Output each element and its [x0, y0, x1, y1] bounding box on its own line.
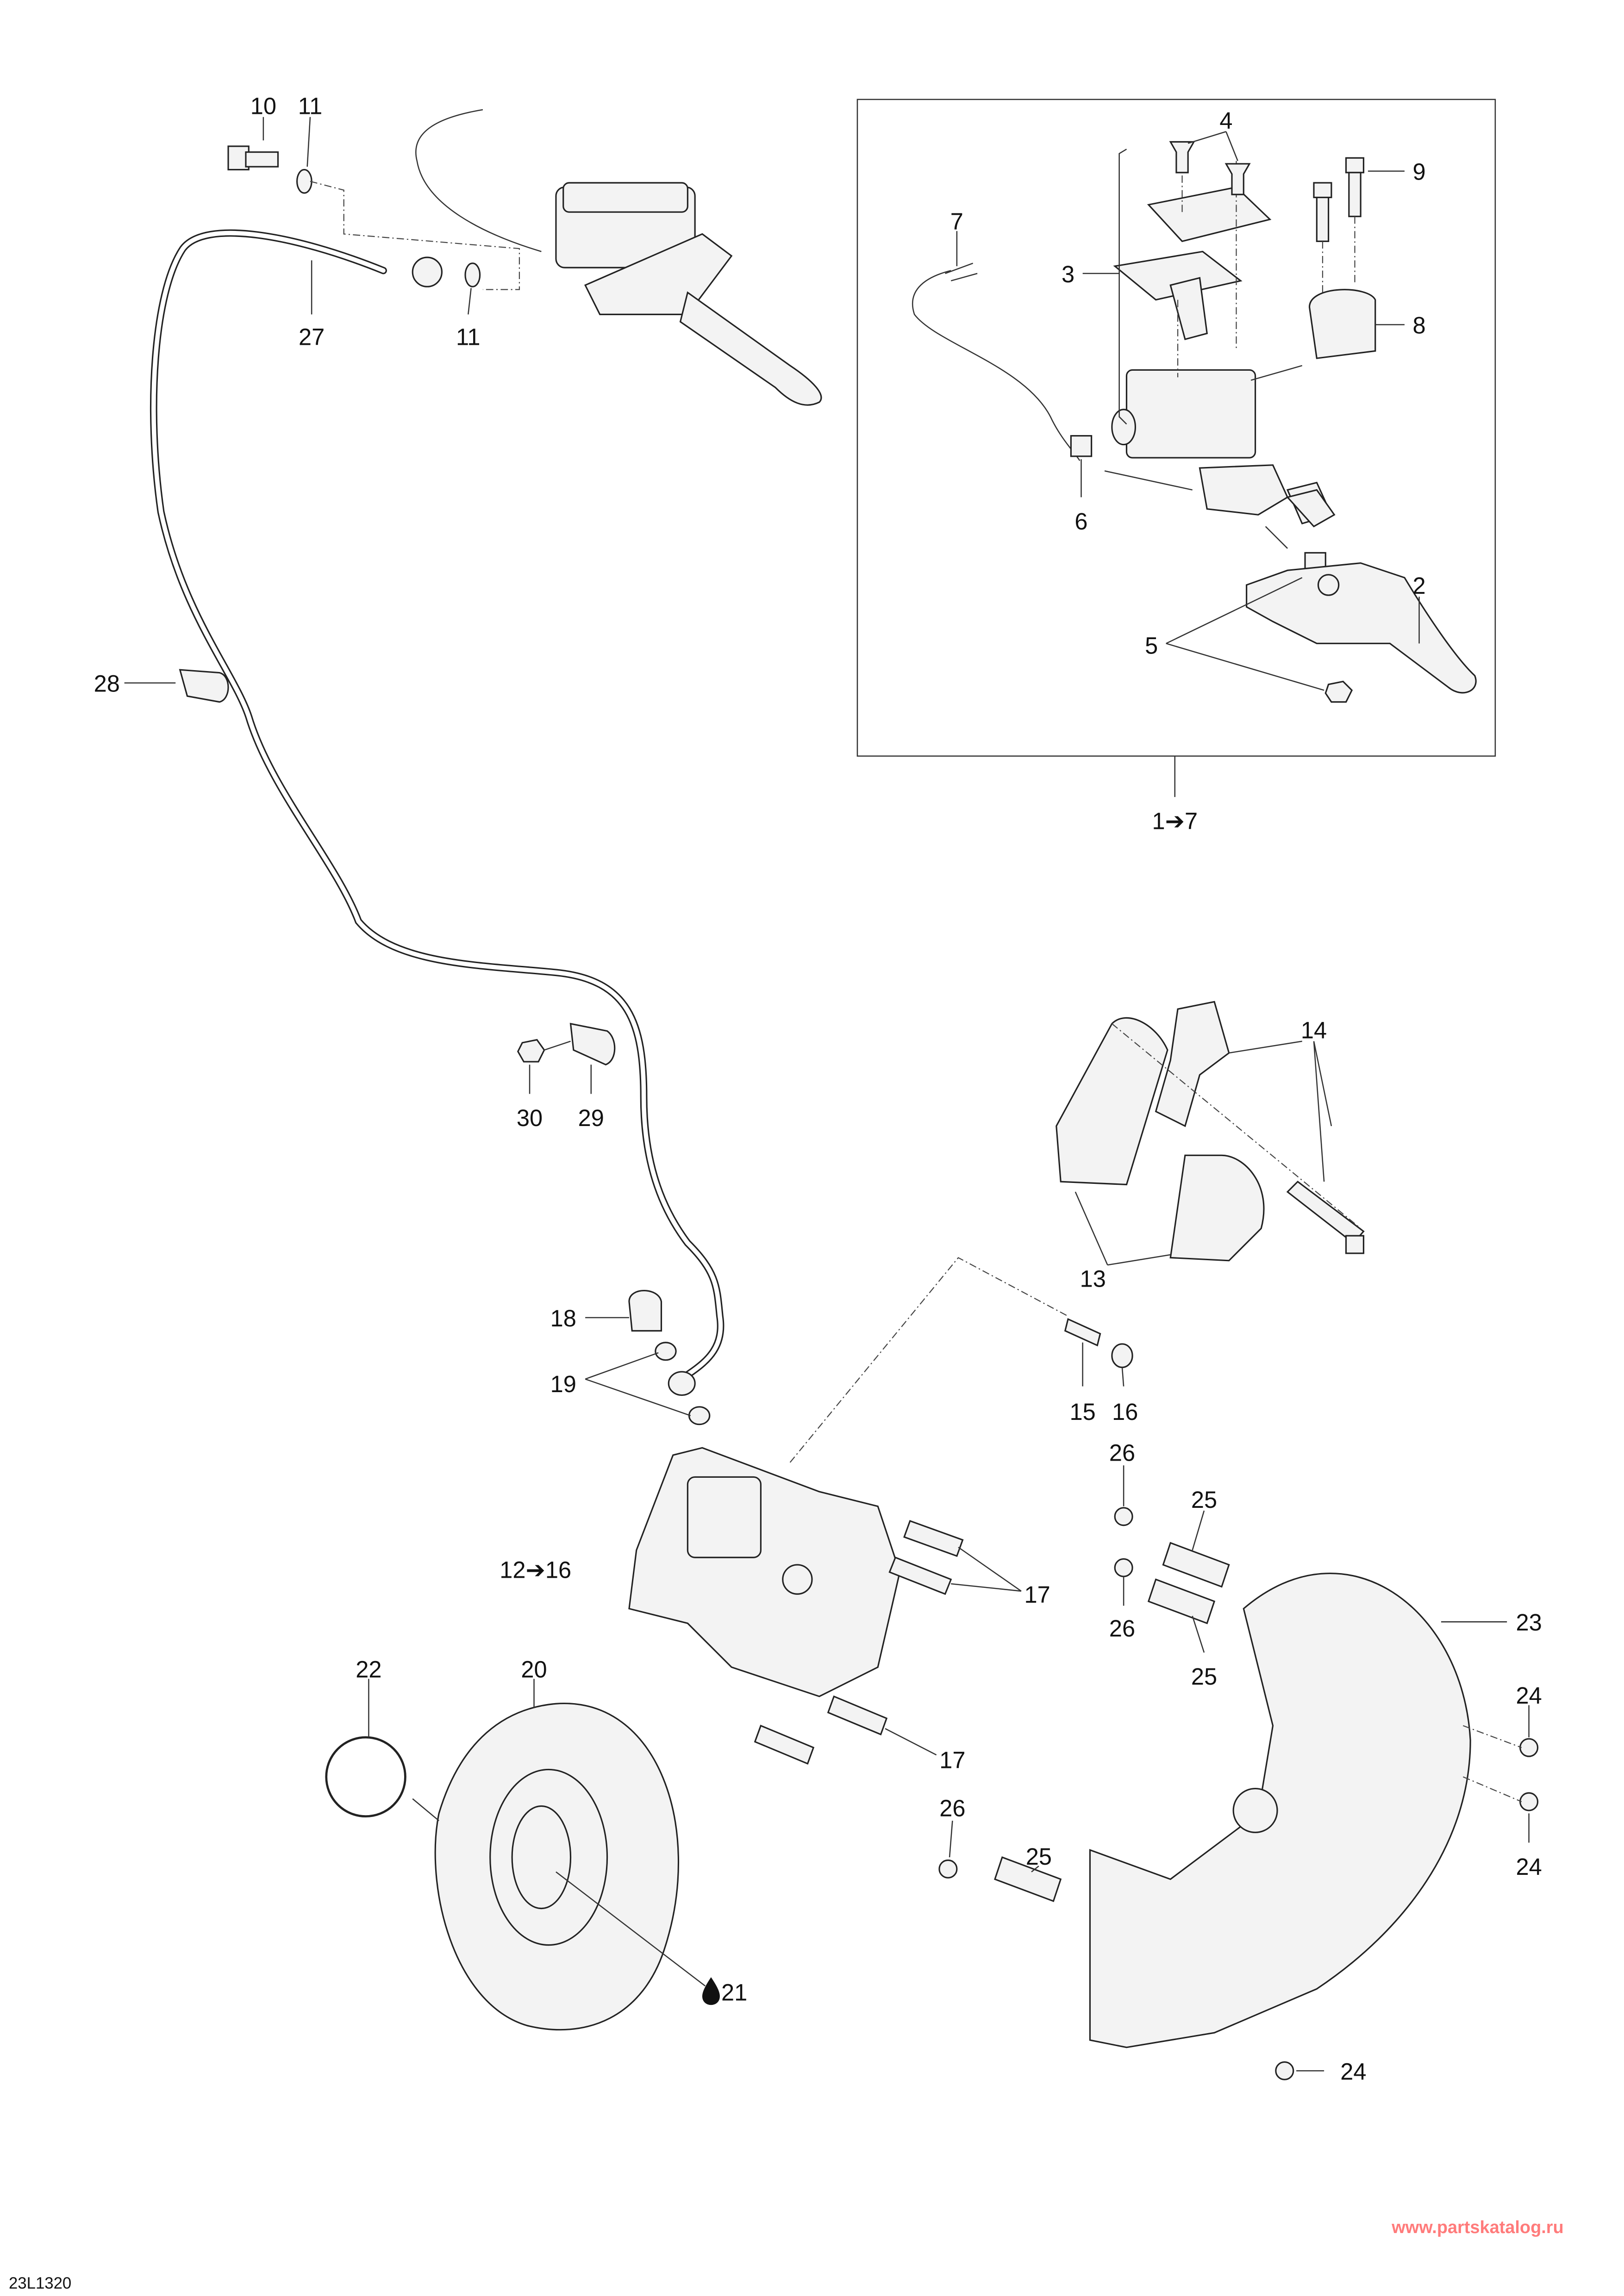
- banjo-bolt: [227, 145, 279, 171]
- screw: [1169, 141, 1195, 174]
- callout-11: 11: [456, 324, 480, 350]
- pad-pin: [1286, 1181, 1365, 1254]
- callout-23: 23: [1516, 1609, 1542, 1636]
- pad-spring: [1155, 1001, 1230, 1127]
- callout-19: 19: [550, 1371, 576, 1397]
- washer: [668, 1371, 696, 1396]
- callout-18: 18: [550, 1305, 576, 1332]
- callout-16: 16: [1112, 1399, 1138, 1425]
- nut: [1324, 680, 1353, 703]
- reservoir-cover: [1147, 186, 1272, 243]
- callout-7: 7: [950, 208, 963, 235]
- washer: [688, 1406, 711, 1425]
- screw: [1224, 163, 1251, 195]
- callout-17: 17: [1024, 1581, 1050, 1608]
- callout-3: 3: [1062, 261, 1074, 287]
- brake-disc: [434, 1703, 680, 2031]
- callout-6: 6: [1074, 508, 1087, 535]
- banjo-fitting: [412, 256, 443, 287]
- callout-10: 10: [250, 93, 276, 119]
- bleeder-valve: [1064, 1318, 1101, 1347]
- callout-13: 13: [1080, 1266, 1106, 1292]
- bleed-screw: [628, 1290, 662, 1332]
- brake-lever: [1246, 562, 1477, 694]
- washer: [655, 1342, 677, 1361]
- drop-icon: [702, 1977, 720, 2005]
- hose-clamp: [179, 669, 229, 703]
- cylinder-body: [1111, 369, 1333, 525]
- spacers: [994, 1542, 1230, 1902]
- callout-25: 25: [1191, 1487, 1217, 1513]
- callout-5: 5: [1145, 632, 1158, 659]
- callout-24: 24: [1340, 2058, 1366, 2084]
- callout-30: 30: [517, 1105, 543, 1131]
- callout-26: 26: [1109, 1440, 1135, 1466]
- callout-25: 25: [1191, 1663, 1217, 1690]
- callout-4: 4: [1219, 107, 1232, 134]
- clamp: [1308, 289, 1376, 359]
- callout-25: 25: [1026, 1843, 1052, 1870]
- callout-26: 26: [1109, 1615, 1135, 1642]
- disc-guard: [1089, 1573, 1471, 2048]
- callout-24: 24: [1516, 1854, 1542, 1880]
- boot: [1286, 489, 1336, 528]
- callout-28: 28: [94, 671, 120, 697]
- brake-pad: [1169, 1154, 1265, 1262]
- master-cylinder: [415, 109, 822, 406]
- callout-14: 14: [1301, 1017, 1327, 1044]
- brake-hose: [150, 229, 725, 1379]
- callout-21: 21: [721, 1979, 747, 2006]
- washer: [296, 168, 312, 194]
- assembly-inset-box: [856, 99, 1496, 757]
- callout-11: 11: [298, 93, 322, 119]
- callout-27: 27: [299, 324, 325, 350]
- o-ring: [325, 1736, 406, 1817]
- caliper-bolts: [754, 1520, 964, 1765]
- callout-9: 9: [1412, 159, 1425, 185]
- callout-24: 24: [1516, 1682, 1542, 1709]
- bolt: [1345, 157, 1365, 218]
- callout-15: 15: [1070, 1399, 1096, 1425]
- callout-2: 2: [1412, 572, 1425, 599]
- leader-lines: [124, 117, 1530, 2072]
- bolt: [1313, 182, 1332, 242]
- reservoir-diaphragm: [1113, 250, 1243, 341]
- brake-caliper: [628, 1447, 901, 1698]
- callout-20: 20: [521, 1656, 547, 1682]
- callout-26: 26: [939, 1795, 965, 1822]
- wire-switch: [912, 262, 1093, 461]
- callout-22: 22: [356, 1656, 381, 1682]
- watermark: www.partskatalog.ru: [1391, 2218, 1563, 2237]
- brake-pad: [1056, 1017, 1168, 1186]
- bleeder-cap: [1111, 1343, 1133, 1369]
- callout-1-to-7: 1➔7: [1152, 808, 1198, 834]
- callout-29: 29: [578, 1105, 604, 1131]
- nut: [517, 1039, 545, 1063]
- callout-12-to-16: 12➔16: [500, 1557, 571, 1583]
- callout-8: 8: [1412, 312, 1425, 338]
- callout-17: 17: [939, 1747, 965, 1773]
- guard-screws: [938, 1507, 1539, 2080]
- diagram-id: 23L1320: [9, 2275, 71, 2292]
- washer: [464, 262, 481, 287]
- hose-clamp: [569, 1022, 616, 1066]
